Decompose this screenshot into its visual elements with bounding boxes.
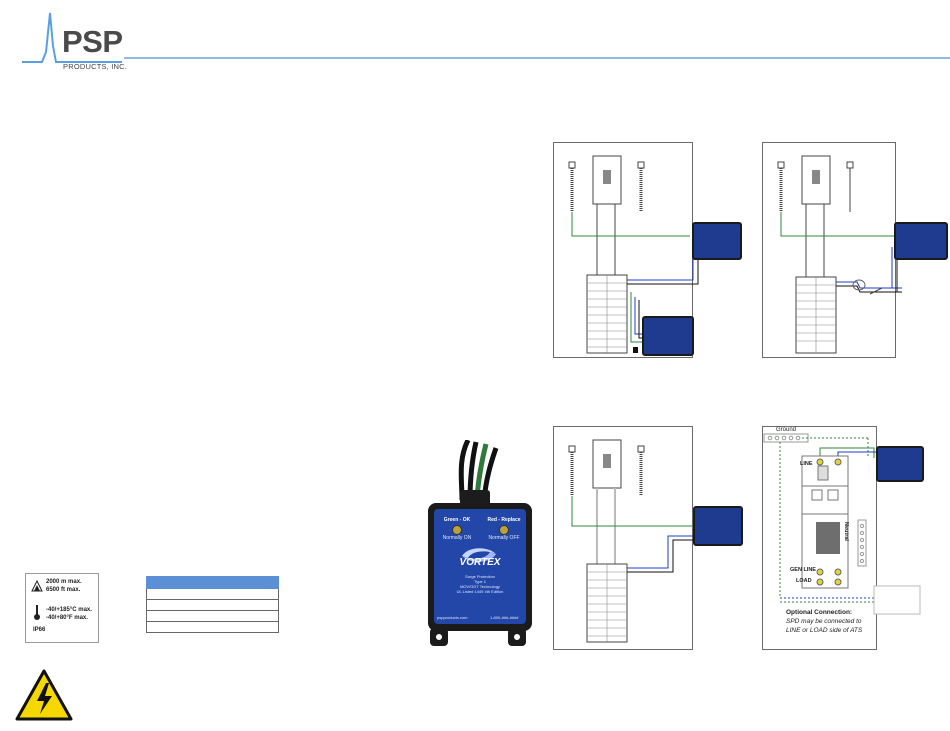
wiring-diagram-1 — [568, 155, 699, 354]
altitude-imperial: 6500 ft max. — [46, 587, 81, 593]
mount-hole — [436, 634, 442, 640]
vortex-swirl-icon — [462, 548, 496, 562]
spd-unit-diagram-1a — [692, 222, 742, 260]
product-desc-2: Type 1 — [473, 579, 486, 584]
environment-spec-box: 2000 m max. 6500 ft max. -40/+185°C max.… — [25, 573, 99, 643]
spd-unit-diagram-2 — [894, 222, 948, 260]
red-indicator-sub: Normally OFF — [488, 535, 520, 541]
conduit-nut — [460, 490, 490, 506]
green-led — [452, 525, 462, 535]
product-desc-3: MOV/GDT Technology — [460, 584, 500, 589]
ground-label: Ground — [776, 427, 797, 433]
product-website: pspproducts.com — [437, 615, 468, 620]
product-phone: 1-800-###-#### — [490, 615, 519, 620]
green-indicator-label: Green - OK — [443, 517, 471, 523]
table-row — [146, 610, 279, 622]
mount-hole — [514, 634, 520, 640]
header-rule — [124, 57, 950, 59]
ats-note-line2: SPD may be connected to — [786, 618, 862, 625]
high-voltage-warning-icon — [15, 669, 73, 721]
table-row — [146, 588, 279, 600]
altitude-metric: 2000 m max. — [46, 579, 82, 585]
red-indicator-label: Red - Replace — [487, 517, 521, 523]
spd-unit-diagram-3 — [693, 506, 743, 546]
ats-gen-line-label: GEN LINE — [790, 567, 816, 573]
table-header-row — [146, 576, 279, 589]
wiring-diagram-2 — [777, 155, 902, 354]
spd-unit-diagram-4 — [876, 446, 924, 482]
ats-note-line3: LINE or LOAD side of ATS — [786, 627, 863, 634]
ats-note-title: Optional Connection: — [786, 609, 853, 616]
temperature-celsius: -40/+185°C max. — [46, 607, 92, 613]
spd-unit-diagram-1b — [642, 316, 694, 356]
brand-subtitle: PRODUCTS, INC. — [63, 62, 128, 71]
table-row — [146, 621, 279, 633]
wiring-diagram-3 — [568, 439, 695, 643]
logo-wave-icon — [22, 12, 122, 63]
brand-name: PSP — [62, 24, 123, 59]
temperature-fahrenheit: -40/+80°F max. — [46, 615, 88, 621]
thermometer-icon — [34, 605, 40, 620]
spec-table — [146, 576, 279, 633]
product-desc-4: UL Listed 1449 4th Edition — [456, 589, 504, 594]
vortex-logo: VORTEX — [459, 557, 501, 568]
mountain-icon — [31, 580, 43, 592]
red-led — [499, 525, 509, 535]
ip-rating: IP66 — [33, 627, 46, 633]
ats-load-label: LOAD — [796, 578, 812, 584]
product-photo: Green - OK Red - Replace Normally ON Nor… — [420, 440, 532, 650]
wiring-diagram-4 — [763, 433, 921, 615]
table-row — [146, 599, 279, 611]
neutral-label: Neutral — [843, 522, 849, 541]
ats-line-label: LINE — [800, 461, 813, 467]
green-indicator-sub: Normally ON — [442, 535, 472, 541]
product-desc-1: Surge Protection — [465, 574, 495, 579]
spd-face — [434, 509, 526, 624]
